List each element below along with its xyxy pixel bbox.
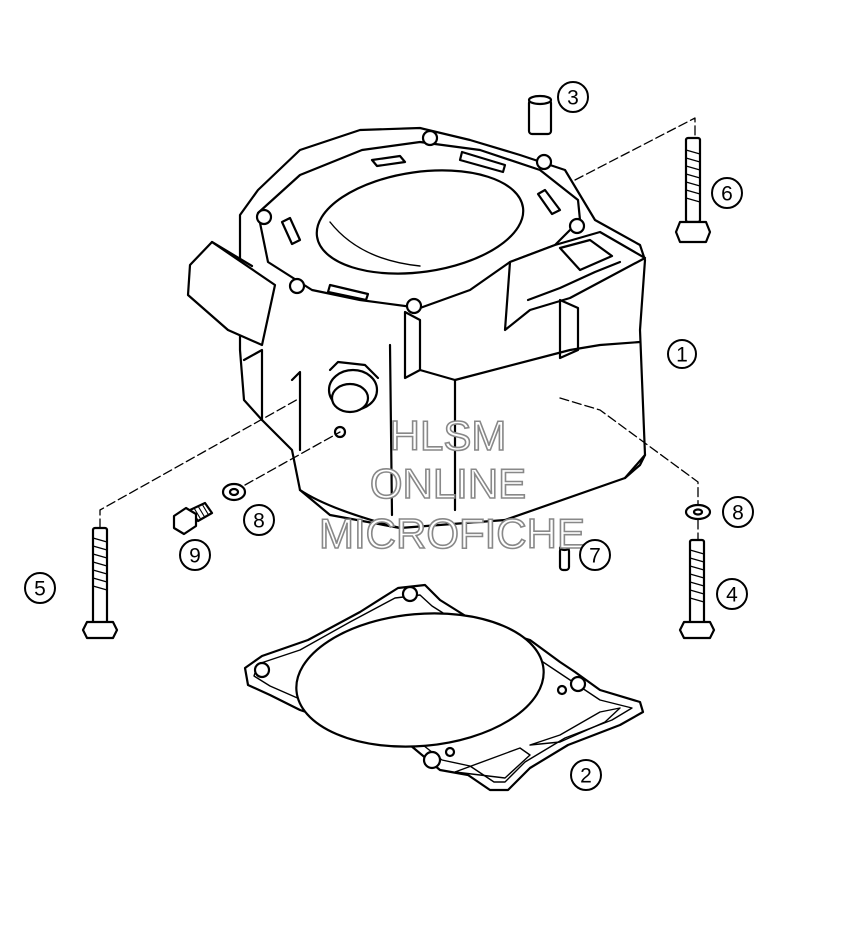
dowel-sleeve (527, 94, 553, 136)
callout-2: 2 (570, 759, 602, 791)
svg-text:7: 7 (589, 545, 601, 568)
svg-text:9: 9 (189, 545, 201, 568)
svg-text:2: 2 (580, 765, 592, 788)
washer-right (684, 503, 712, 521)
svg-text:1: 1 (676, 344, 688, 367)
assembly-lines (99, 117, 699, 541)
svg-text:4: 4 (726, 584, 738, 607)
svg-text:5: 5 (34, 578, 46, 601)
watermark-line-2: ONLINE (370, 460, 526, 507)
callout-7: 7 (579, 539, 611, 571)
svg-text:8: 8 (253, 510, 265, 533)
callout-1: 1 (667, 339, 697, 369)
svg-text:8: 8 (732, 502, 744, 525)
cylinder-part (186, 126, 647, 530)
callout-4: 4 (716, 578, 748, 610)
cylinder-base-gasket (243, 583, 645, 792)
watermark: HLSM ONLINE MICROFICHE (318, 411, 586, 558)
callout-5: 5 (24, 572, 56, 604)
washer-left (221, 482, 247, 502)
stud-bolt-upper (674, 136, 712, 244)
dowel-pin (558, 544, 571, 572)
screw-plug (172, 501, 214, 536)
callout-6: 6 (711, 177, 743, 209)
callout-8-left: 8 (243, 504, 275, 536)
callout-3: 3 (557, 81, 589, 113)
watermark-line-1: HLSM (390, 412, 507, 459)
svg-text:3: 3 (567, 87, 579, 110)
svg-text:6: 6 (721, 183, 733, 206)
stud-bolt-right (678, 538, 716, 640)
callout-8-right: 8 (722, 496, 754, 528)
stud-bolt-left (81, 526, 119, 640)
callout-9: 9 (179, 539, 211, 571)
watermark-line-3: MICROFICHE (319, 510, 585, 557)
